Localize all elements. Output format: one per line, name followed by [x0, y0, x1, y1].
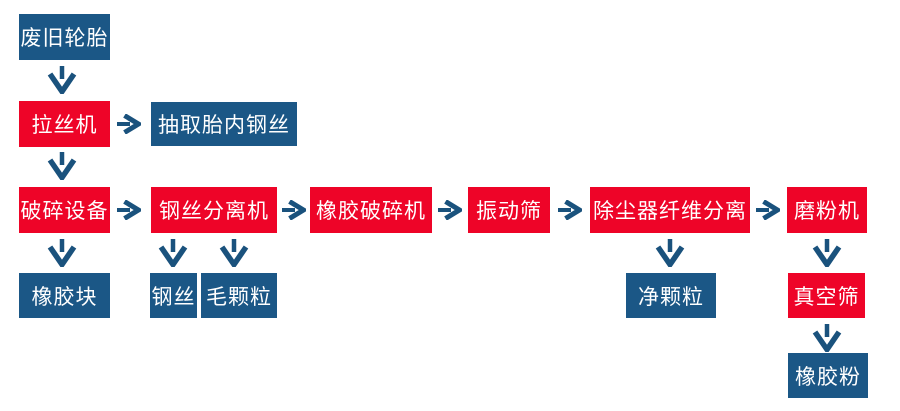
arrow-down-icon	[47, 239, 77, 267]
arrow-right-icon	[438, 200, 462, 220]
node-steel-wire-separator: 钢丝分离机	[151, 187, 277, 233]
node-rubber-blocks: 橡胶块	[19, 273, 110, 318]
node-rubber-powder: 橡胶粉	[788, 353, 868, 398]
node-vacuum-screen: 真空筛	[788, 273, 865, 318]
node-dust-collector-fiber-separation: 除尘器纤维分离	[590, 187, 750, 233]
node-fuzzy-granules: 毛颗粒	[201, 273, 277, 318]
arrow-down-icon	[47, 66, 77, 94]
arrow-right-icon	[117, 200, 141, 220]
node-extract-inner-steel-wire: 抽取胎内钢丝	[151, 102, 297, 146]
node-wire-drawing-machine: 拉丝机	[19, 101, 110, 147]
node-clean-granules: 净颗粒	[626, 273, 716, 318]
node-steel-wire: 钢丝	[150, 273, 197, 318]
node-crushing-equipment: 破碎设备	[19, 187, 110, 233]
node-vibrating-screen: 振动筛	[468, 187, 550, 233]
arrow-down-icon	[47, 152, 77, 180]
node-rubber-crusher: 橡胶破碎机	[310, 187, 432, 233]
node-grinding-machine: 磨粉机	[787, 187, 867, 233]
arrow-right-icon	[558, 200, 582, 220]
arrow-down-icon	[812, 324, 842, 352]
arrow-down-icon	[158, 239, 188, 267]
node-waste-tires: 废旧轮胎	[19, 14, 110, 60]
arrow-right-icon	[756, 200, 780, 220]
arrow-right-icon	[282, 200, 306, 220]
arrow-right-icon	[117, 114, 141, 134]
arrow-down-icon	[812, 239, 842, 267]
arrow-down-icon	[219, 239, 249, 267]
arrow-down-icon	[655, 239, 685, 267]
